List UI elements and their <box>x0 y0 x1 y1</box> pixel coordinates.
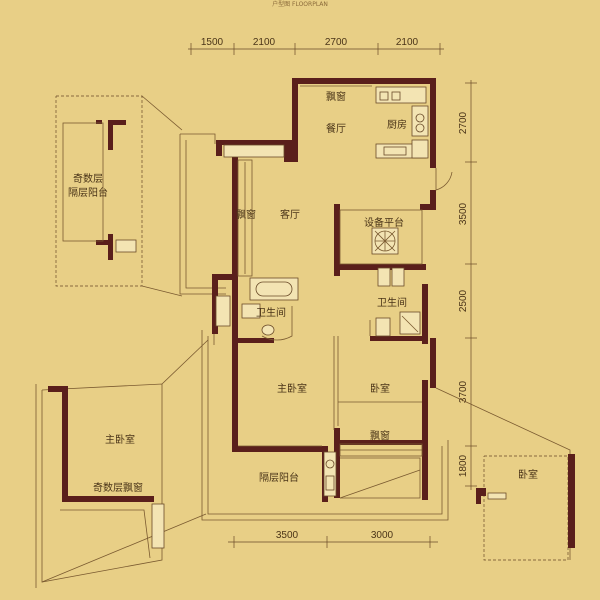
right-dimension-line: 2700 3500 2500 3700 1800 <box>458 80 477 490</box>
inset-odd-floor-balcony: 奇数层 隔层阳台 <box>55 95 183 297</box>
dim-right-2: 3500 <box>458 202 469 225</box>
label-bedroom: 卧室 <box>370 382 390 395</box>
label-bay-window-bedroom: 飘窗 <box>370 429 390 442</box>
label-balcony: 隔层阳台 <box>259 471 299 484</box>
dim-right-1: 2700 <box>458 111 469 134</box>
header-caption: 户型图 FLOORPLAN <box>272 0 328 8</box>
walls <box>212 78 436 502</box>
label-bath-main: 卫生间 <box>256 306 286 319</box>
top-dimension-line: 1500 2100 2700 2100 <box>188 37 444 55</box>
dim-bottom-1: 3500 <box>276 530 299 541</box>
dim-right-5: 1800 <box>458 454 469 477</box>
dim-top-3: 2700 <box>325 37 348 48</box>
label-kitchen: 厨房 <box>387 118 407 131</box>
equipment-platform <box>339 209 423 265</box>
label-master-bedroom: 主卧室 <box>277 382 307 395</box>
inset-master-bedroom-alt: 主卧室 奇数层飘窗 <box>35 339 209 588</box>
label-bedroom-alt: 卧室 <box>518 468 538 481</box>
main-bath-fixtures <box>215 277 299 341</box>
dim-top-4: 2100 <box>396 37 419 48</box>
living-bay-outline <box>179 133 226 295</box>
bedroom-bay-window <box>339 443 423 457</box>
bedroom-doors <box>238 336 422 447</box>
room-labels: 飘窗 餐厅 厨房 飘窗 客厅 设备平台 卫生间 卫生间 主卧室 卧室 飘窗 隔层… <box>236 90 407 484</box>
label-bay-window-dining: 飘窗 <box>326 90 346 103</box>
label-odd-balcony-2: 隔层阳台 <box>68 186 108 199</box>
second-bath-fixtures <box>369 267 421 337</box>
dim-top-1: 1500 <box>201 37 224 48</box>
dim-right-3: 2500 <box>458 289 469 312</box>
kitchen-door <box>435 168 453 191</box>
label-dining: 餐厅 <box>326 122 346 135</box>
label-odd-balcony-1: 奇数层 <box>73 172 103 185</box>
dim-bottom-2: 3000 <box>371 530 394 541</box>
inset-bedroom-alt: 卧室 <box>435 387 575 561</box>
kitchen-fixtures <box>300 85 429 159</box>
label-bay-window-living: 飘窗 <box>236 208 256 221</box>
dim-right-4: 3700 <box>458 380 469 403</box>
balcony-fixtures <box>323 451 421 499</box>
dim-top-2: 2100 <box>253 37 276 48</box>
label-living: 客厅 <box>280 208 300 221</box>
label-master-bedroom-alt: 主卧室 <box>105 433 135 446</box>
living-bay-window <box>223 144 285 277</box>
label-odd-bay-window: 奇数层飘窗 <box>93 481 143 494</box>
bottom-dimension-line: 3500 3000 <box>228 530 438 548</box>
label-bath-second: 卫生间 <box>377 296 407 309</box>
label-equipment-platform: 设备平台 <box>364 216 404 229</box>
